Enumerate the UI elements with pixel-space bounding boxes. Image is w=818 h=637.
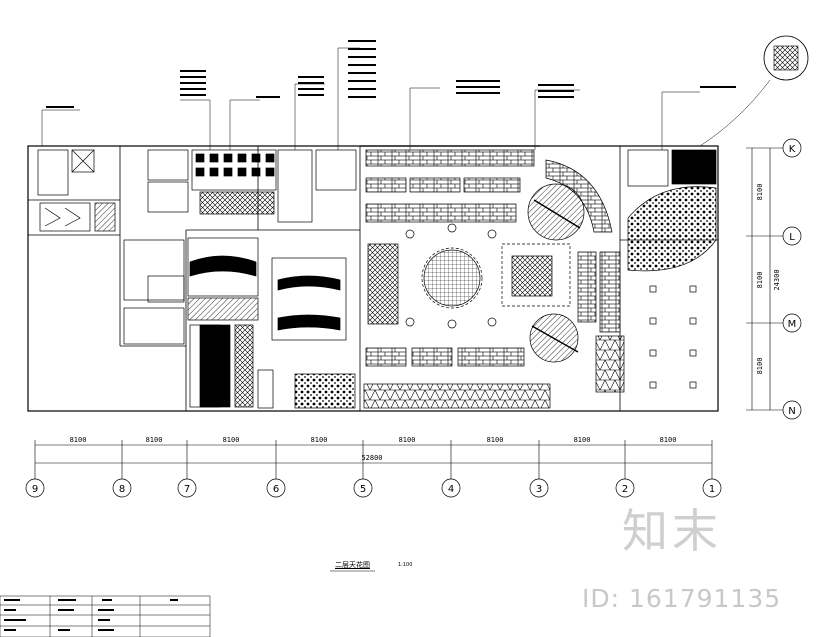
axis-bubble: 9: [25, 478, 45, 498]
svg-text:1: 1: [709, 484, 715, 495]
axis-bubble: 2: [615, 478, 635, 498]
axis-bubble: 1: [702, 478, 722, 498]
bay-label-vertical: 8100: [756, 358, 764, 375]
annotation-leaders: [41, 47, 771, 150]
detail-callout: [763, 35, 809, 81]
bay-label-vertical: 8100: [756, 184, 764, 201]
axis-bubble: N: [782, 400, 802, 420]
bay-label: 8100: [660, 436, 677, 444]
bay-label: 8100: [574, 436, 591, 444]
service-rooms: [123, 149, 357, 345]
axis-bubble: 5: [353, 478, 373, 498]
watermark-logo: 知末: [622, 504, 722, 558]
svg-text:L: L: [789, 232, 795, 243]
bay-label: 8100: [399, 436, 416, 444]
axis-bubble: L: [782, 226, 802, 246]
drawing-scale: 1:100: [398, 562, 413, 568]
central-hall: [363, 149, 571, 409]
svg-text:3: 3: [536, 484, 542, 495]
svg-text:6: 6: [273, 484, 279, 495]
left-hall: [187, 237, 356, 409]
svg-text:5: 5: [360, 484, 366, 495]
title-block: [0, 595, 211, 637]
axis-bubble: 8: [112, 478, 132, 498]
drawing-title: 二层天花图: [335, 561, 370, 569]
bay-label: 8100: [487, 436, 504, 444]
bay-labels: 8100 8100 8100 8100 8100 8100 8100 8100 …: [70, 436, 677, 462]
title-block-text: [4, 599, 178, 631]
column-axis-bubbles: 9 8 7 6 5 4 3 2 1: [25, 478, 722, 498]
bay-label-vertical: 8100: [756, 272, 764, 289]
bay-label: 8100: [70, 436, 87, 444]
vertical-dimension-labels: 8100 8100 8100 24300: [756, 184, 781, 375]
overall-length: 52800: [361, 454, 382, 462]
vertical-dimension: [746, 147, 792, 411]
horizontal-dimension: [34, 440, 713, 480]
bay-label: 8100: [146, 436, 163, 444]
svg-text:N: N: [788, 406, 795, 417]
annotation-text-blocks: [46, 40, 736, 108]
row-axis-bubbles: K L M N: [782, 138, 802, 420]
overall-width: 24300: [773, 269, 781, 290]
axis-bubble: K: [782, 138, 802, 158]
axis-bubble: M: [782, 313, 802, 333]
svg-text:8: 8: [119, 484, 125, 495]
svg-text:2: 2: [622, 484, 628, 495]
axis-bubble: 3: [529, 478, 549, 498]
elevator-block: [37, 149, 116, 232]
svg-text:K: K: [789, 144, 796, 155]
bay-label: 8100: [311, 436, 328, 444]
axis-bubble: 4: [441, 478, 461, 498]
svg-text:M: M: [788, 319, 797, 330]
svg-text:4: 4: [448, 484, 454, 495]
watermark-id: ID: 161791135: [582, 584, 782, 613]
bay-label: 8100: [223, 436, 240, 444]
axis-bubble: 7: [177, 478, 197, 498]
axis-bubble: 6: [266, 478, 286, 498]
svg-text:7: 7: [184, 484, 190, 495]
svg-text:9: 9: [32, 484, 38, 495]
right-hall: [527, 149, 717, 393]
